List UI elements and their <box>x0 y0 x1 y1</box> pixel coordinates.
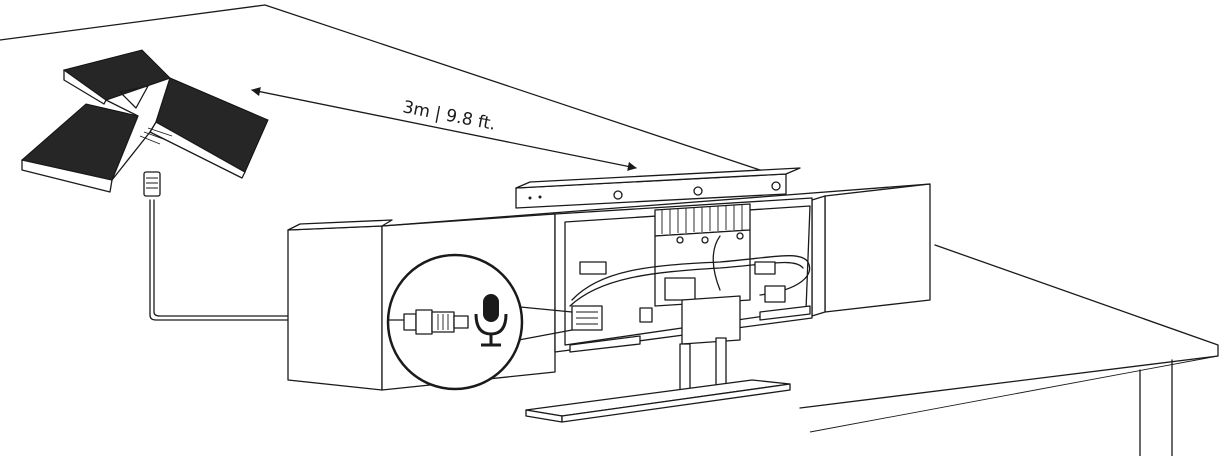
triangle-icon <box>119 85 149 109</box>
microphone-icon <box>474 294 508 347</box>
distance-label: 3m | 9.8 ft. <box>401 97 497 135</box>
connector-inset <box>386 253 573 391</box>
distance-arrow: 3m | 9.8 ft. <box>251 87 637 171</box>
table-stand <box>525 295 791 423</box>
video-bar <box>287 183 931 391</box>
mount-bracket <box>515 167 801 209</box>
expansion-microphone-pod <box>20 49 401 321</box>
